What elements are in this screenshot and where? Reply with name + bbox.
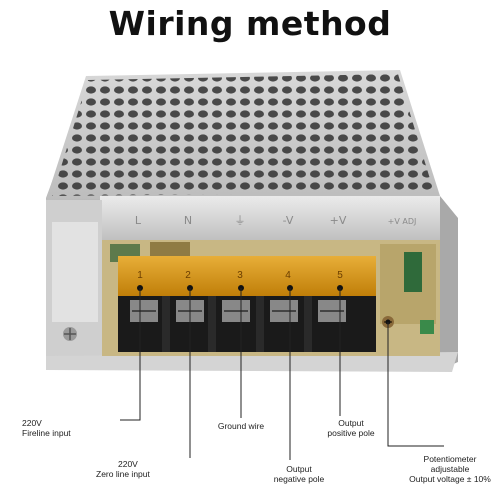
leader-pot (387, 322, 444, 447)
marking-adj: +V ADJ (388, 217, 417, 226)
label-output-negative-pole: Output negative pole (273, 464, 325, 484)
label-zero-line-input: 220V Zero line input (96, 459, 150, 479)
case-right-side (440, 196, 458, 370)
marking-ground: ⏚ (235, 214, 246, 227)
marking-n: N (184, 214, 192, 227)
leader-fireline (120, 288, 141, 421)
label-fireline-input: 220V Fireline input (22, 418, 71, 438)
terminal-number-1: 1 (137, 270, 143, 281)
terminal-cover (118, 256, 376, 296)
marking-minus-v: -V (283, 214, 294, 227)
label-output-positive-pole: Output positive pole (327, 418, 375, 438)
terminal-number-4: 4 (285, 270, 291, 281)
marking-plus-v: +V (330, 214, 347, 227)
page-title: Wiring method (108, 4, 392, 43)
marking-l: L (135, 214, 142, 227)
terminal-number-2: 2 (185, 270, 191, 281)
terminal-number-5: 5 (337, 270, 343, 281)
terminal-number-3: 3 (237, 270, 243, 281)
label-potentiometer: Potentiometer adjustable Output voltage … (409, 454, 491, 484)
terminal-screws (130, 300, 346, 322)
front-label-strip (100, 196, 440, 244)
label-ground-wire: Ground wire (217, 421, 265, 431)
